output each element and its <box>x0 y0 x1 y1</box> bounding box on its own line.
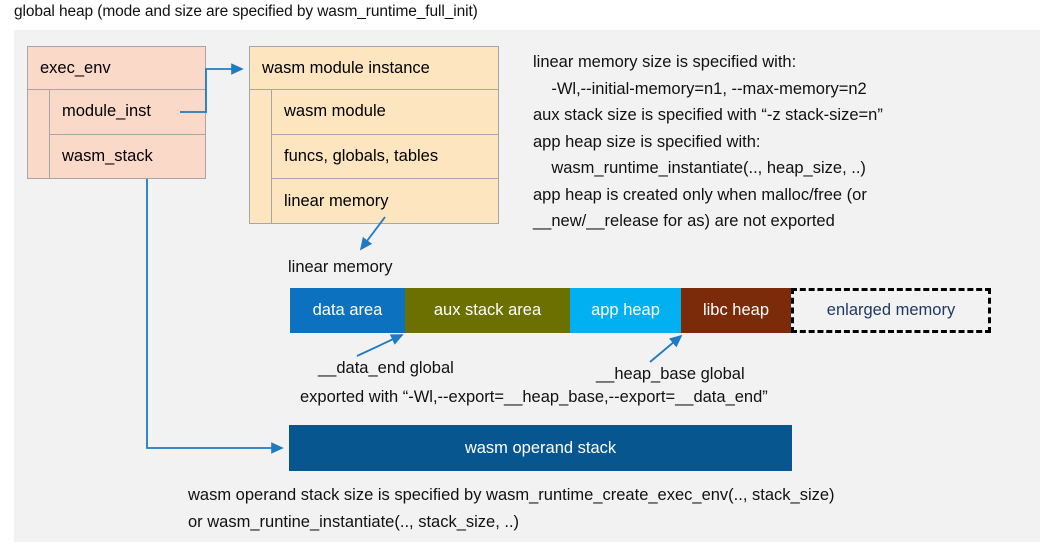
exec-env-body: module_inst wasm_stack <box>28 90 205 178</box>
page-title: global heap (mode and size are specified… <box>14 3 478 20</box>
wasm-module-instance-box: wasm module instance wasm module funcs, … <box>249 46 499 224</box>
linear-memory-label: linear memory <box>288 258 393 276</box>
exec-env-field-wasm-stack: wasm_stack <box>62 146 153 165</box>
heap-base-global-label: __heap_base global <box>596 365 745 383</box>
memory-config-notes: linear memory size is specified with: -W… <box>533 53 883 230</box>
module-instance-body: wasm module funcs, globals, tables linea… <box>250 90 498 223</box>
module-instance-field-wasm-module: wasm module <box>272 90 498 135</box>
module-instance-gutter <box>250 90 272 223</box>
exec-env-title: exec_env <box>28 47 205 90</box>
operand-stack-notes: wasm operand stack size is specified by … <box>188 486 835 531</box>
wasm-operand-stack-bar: wasm operand stack <box>289 425 792 471</box>
module-instance-title: wasm module instance <box>250 47 498 90</box>
memory-segment-enlarged-memory: enlarged memory <box>791 288 991 333</box>
memory-segment-app-heap: app heap <box>570 288 681 333</box>
module-instance-field-linear-memory: linear memory <box>284 191 389 210</box>
module-instance-field-funcs-globals-tables: funcs, globals, tables <box>272 135 498 180</box>
module-instance-fields: wasm module funcs, globals, tables linea… <box>272 90 498 223</box>
exec-env-gutter <box>28 90 50 178</box>
exec-env-box: exec_env module_inst wasm_stack <box>27 46 206 179</box>
exported-globals-label: exported with “-Wl,--export=__heap_base,… <box>300 388 768 406</box>
exec-env-fields: module_inst wasm_stack <box>50 90 205 178</box>
memory-segment-aux-stack-area: aux stack area <box>405 288 570 333</box>
exec-env-field-module-inst: module_inst <box>50 90 205 135</box>
memory-segment-libc-heap: libc heap <box>681 288 791 333</box>
memory-segment-data-area: data area <box>290 288 405 333</box>
data-end-global-label: __data_end global <box>318 359 454 377</box>
